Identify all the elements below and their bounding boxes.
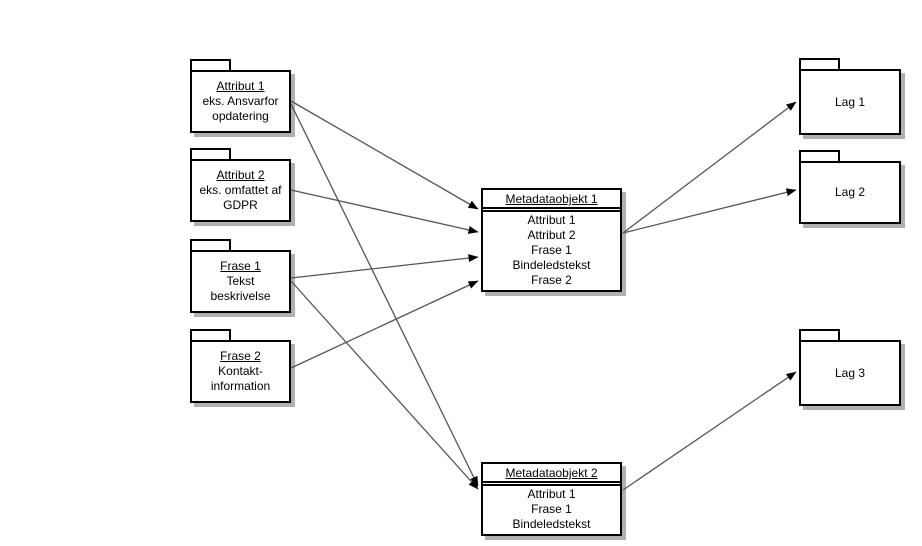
node-text-line: eks. omfattet af xyxy=(199,183,282,197)
node-title: Frase 2 xyxy=(220,349,261,363)
node-title: Attribut 2 xyxy=(216,168,265,182)
attribute-item: Attribut 2 xyxy=(527,228,576,242)
node-title: Lag 2 xyxy=(834,185,866,199)
edge-frase-1-to-metadataobjekt-2 xyxy=(290,280,479,490)
classbox-header: Metadataobjekt 1 xyxy=(483,190,620,209)
node-text-line: eks. Ansvarfor xyxy=(202,94,279,108)
edge-metadataobjekt-2-to-lag-3 xyxy=(622,371,797,491)
edge-attribut-2-to-metadataobjekt-1 xyxy=(290,189,479,234)
edge-frase-2-to-metadataobjekt-1 xyxy=(290,280,479,369)
node-body: Lag 2 xyxy=(799,161,901,224)
node-text-line: Kontakt- xyxy=(218,364,263,378)
edge-frase-1-to-metadataobjekt-1 xyxy=(290,254,479,279)
node-body: Attribut 2 eks. omfattet af GDPR xyxy=(190,159,291,222)
node-body: Attribut 1 eks. Ansvarfor opdatering xyxy=(190,70,291,133)
node-body: Lag 3 xyxy=(799,340,901,406)
node-text-line: opdatering xyxy=(212,109,269,123)
node-body: Frase 1 Tekst beskrivelse xyxy=(190,250,291,313)
node-text-line: Tekst xyxy=(226,274,255,288)
attribute-item: Attribut 1 xyxy=(527,213,576,227)
node-title: Frase 1 xyxy=(220,259,261,273)
node-body: Lag 1 xyxy=(799,69,901,135)
attribute-item: Frase 2 xyxy=(531,273,572,287)
classbox-body: Attribut 1 Frase 1 Bindeledstekst xyxy=(483,484,620,534)
node-metadataobjekt-1[interactable]: Metadataobjekt 1 Attribut 1 Attribut 2 F… xyxy=(481,188,622,292)
node-title: Lag 3 xyxy=(834,365,866,380)
node-text-line: beskrivelse xyxy=(210,289,271,303)
edge-attribut-1-to-metadataobjekt-1 xyxy=(290,100,479,210)
node-body: Frase 2 Kontakt- information xyxy=(190,340,291,403)
classbox-body: Attribut 1 Attribut 2 Frase 1 Bindeledst… xyxy=(483,210,620,290)
node-text-line: GDPR xyxy=(223,198,258,212)
attribute-item: Frase 1 xyxy=(531,243,572,257)
attribute-item: Bindeledstekst xyxy=(512,258,591,272)
attribute-item: Bindeledstekst xyxy=(512,517,591,531)
node-metadataobjekt-2[interactable]: Metadataobjekt 2 Attribut 1 Frase 1 Bind… xyxy=(481,462,622,536)
edge-metadataobjekt-1-to-lag-2 xyxy=(622,188,797,234)
edge-metadataobjekt-1-to-lag-1 xyxy=(622,101,797,234)
node-title: Attribut 1 xyxy=(216,79,265,93)
node-title: Metadataobjekt 1 xyxy=(505,192,598,206)
attribute-item: Frase 1 xyxy=(531,502,572,516)
edge-attribut-1-to-metadataobjekt-2 xyxy=(290,103,479,487)
attribute-item: Attribut 1 xyxy=(527,487,576,501)
node-title: Lag 1 xyxy=(834,94,866,109)
node-text-line: information xyxy=(210,379,271,393)
classbox-header: Metadataobjekt 2 xyxy=(483,464,620,483)
node-title: Metadataobjekt 2 xyxy=(505,466,598,480)
